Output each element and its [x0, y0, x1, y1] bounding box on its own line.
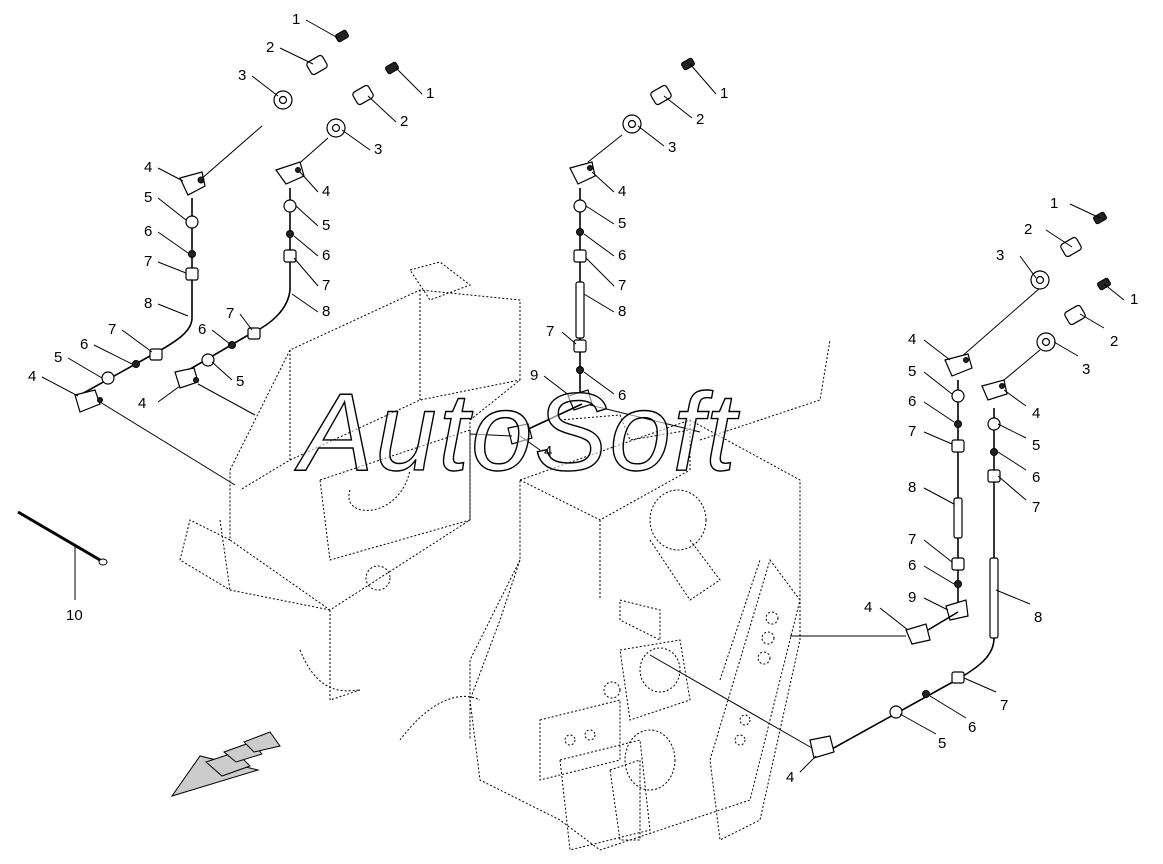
callout-1: 1: [1050, 195, 1058, 212]
callout-4: 4: [1032, 405, 1040, 422]
grease-line-group-left: [74, 29, 349, 486]
callout-7: 7: [226, 305, 234, 322]
callout-2: 2: [696, 111, 704, 128]
callout-3: 3: [238, 67, 246, 84]
grease-line-group-right: [790, 211, 1107, 645]
callout-5: 5: [908, 363, 916, 380]
callout-4: 4: [138, 395, 146, 412]
callout-4: 4: [144, 159, 152, 176]
callout-5: 5: [322, 217, 330, 234]
callout-4: 4: [864, 599, 872, 616]
callout-6: 6: [198, 321, 206, 338]
callout-6: 6: [908, 393, 916, 410]
callout-6: 6: [1032, 469, 1040, 486]
grease-line-group-far-right: [649, 277, 1111, 759]
callout-4: 4: [544, 443, 552, 460]
callout-4: 4: [28, 368, 36, 385]
callout-7: 7: [1000, 697, 1008, 714]
callout-9: 9: [530, 367, 538, 384]
callout-7: 7: [322, 277, 330, 294]
callout-6: 6: [968, 719, 976, 736]
callout-2: 2: [1024, 221, 1032, 238]
callout-7: 7: [546, 323, 554, 340]
callout-6: 6: [618, 387, 626, 404]
callout-5: 5: [618, 215, 626, 232]
callout-numbers: 1 2 3 4 5 6 7 8 7 6 5 4 1 2 3 4 5 6 7 8 …: [28, 11, 1138, 786]
callout-2: 2: [1110, 333, 1118, 350]
callout-6: 6: [908, 557, 916, 574]
grease-line-group-second: [174, 61, 399, 416]
grease-nipple-icon: [185, 215, 199, 229]
callout-7: 7: [1032, 499, 1040, 516]
callout-5: 5: [938, 735, 946, 752]
callout-10: 10: [66, 607, 83, 624]
callout-5: 5: [1032, 437, 1040, 454]
callout-4: 4: [908, 331, 916, 348]
callout-4: 4: [618, 183, 626, 200]
callout-8: 8: [144, 295, 152, 312]
callout-3: 3: [374, 141, 382, 158]
callout-5: 5: [144, 189, 152, 206]
callout-1: 1: [720, 85, 728, 102]
callout-8: 8: [618, 303, 626, 320]
callout-1: 1: [1130, 291, 1138, 308]
callout-7: 7: [144, 253, 152, 270]
callout-8: 8: [322, 303, 330, 320]
callout-6: 6: [80, 336, 88, 353]
machine-frame: [179, 261, 831, 851]
callout-2: 2: [400, 113, 408, 130]
callout-7: 7: [908, 531, 916, 548]
callout-4: 4: [322, 183, 330, 200]
callout-4: 4: [786, 769, 794, 786]
callout-leaders: [41, 19, 1125, 773]
callout-1: 1: [426, 85, 434, 102]
callout-6: 6: [618, 247, 626, 264]
adapter-fitting-icon: [179, 171, 206, 196]
callout-3: 3: [668, 139, 676, 156]
callout-8: 8: [908, 479, 916, 496]
callout-2: 2: [266, 39, 274, 56]
grease-line-group-center: [469, 57, 701, 445]
callout-9: 9: [908, 589, 916, 606]
callout-8: 8: [1034, 609, 1042, 626]
cable-tie-icon: [17, 510, 108, 600]
plug-icon: [306, 54, 328, 76]
callout-5: 5: [54, 349, 62, 366]
callout-7: 7: [618, 277, 626, 294]
callout-3: 3: [1082, 361, 1090, 378]
callout-1: 1: [292, 11, 300, 28]
callout-6: 6: [144, 223, 152, 240]
callout-6: 6: [322, 247, 330, 264]
callout-7: 7: [908, 423, 916, 440]
callout-7: 7: [108, 321, 116, 338]
callout-3: 3: [996, 247, 1004, 264]
watermark-text: AutoSoft: [294, 371, 740, 494]
callout-5: 5: [236, 373, 244, 390]
direction-arrow-icon: [170, 731, 281, 797]
